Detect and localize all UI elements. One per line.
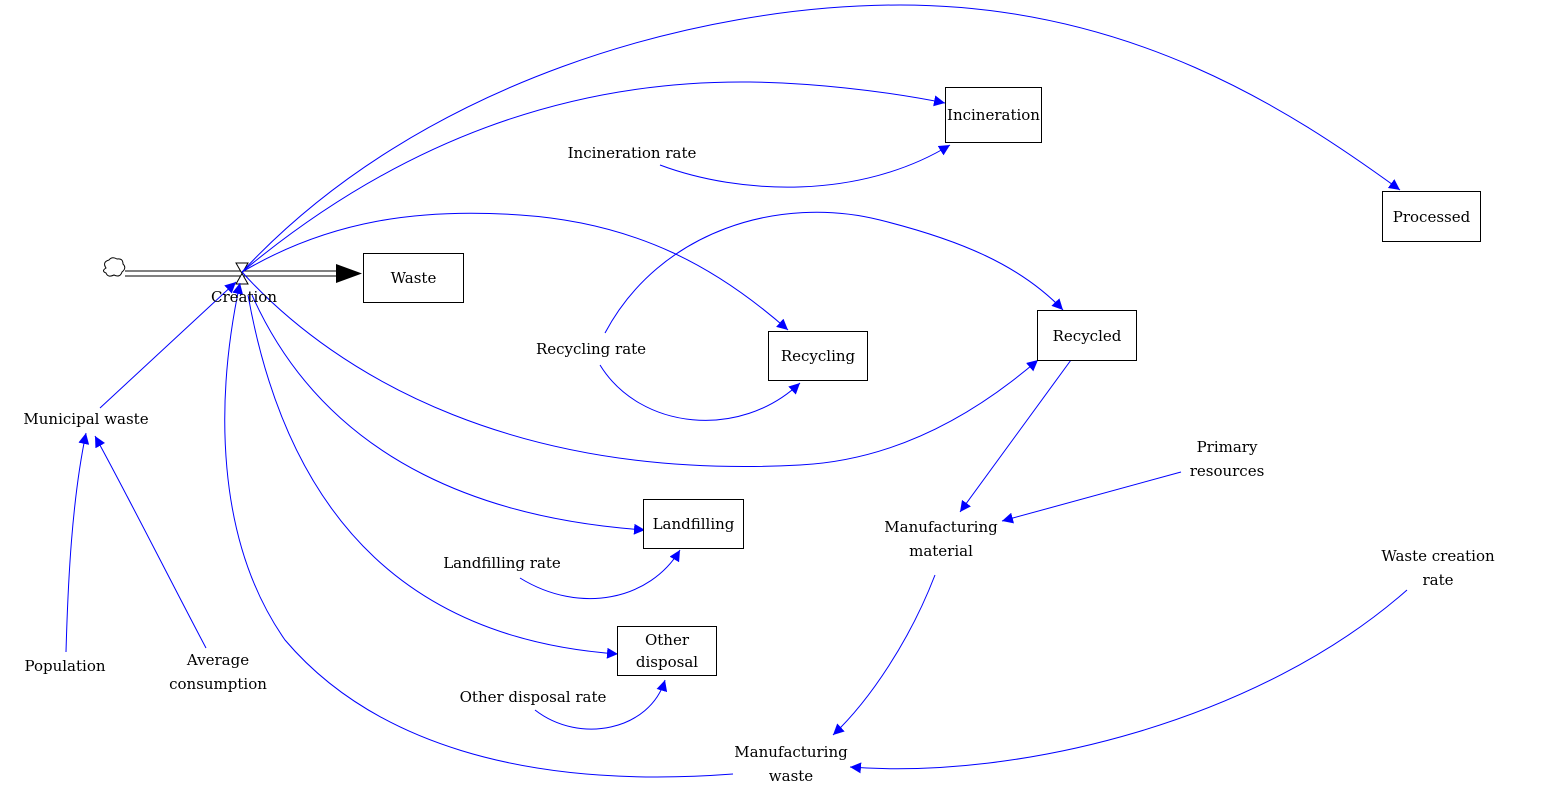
var-waste-creation-rate-line2: rate (1422, 571, 1454, 589)
var-average-consumption-line2: consumption (169, 675, 267, 693)
link-avgconsumption-municipalwaste (94, 435, 207, 649)
stock-processed-label: Processed (1392, 207, 1471, 226)
link-creation-recycling (241, 212, 789, 331)
link-primaryresources-manufacturingmaterial (1001, 471, 1182, 524)
stock-landfilling-label: Landfilling (652, 515, 735, 533)
var-manufacturing-waste-line2: waste (768, 767, 814, 785)
var-manufacturing-material[interactable]: Manufacturing material (884, 515, 997, 563)
var-population[interactable]: Population (24, 657, 106, 675)
var-manufacturing-waste[interactable]: Manufacturing waste (734, 740, 847, 788)
link-population-municipalwaste (65, 432, 90, 653)
stock-recycling[interactable]: Recycling (768, 331, 868, 381)
var-manufacturing-material-line2: material (909, 542, 973, 560)
flow-arrowhead (336, 264, 362, 283)
var-recycling-rate[interactable]: Recycling rate (535, 340, 647, 358)
source-cloud-icon (103, 257, 126, 277)
stock-waste-label: Waste (390, 269, 437, 287)
link-incinerationrate-incineration (659, 144, 951, 188)
var-primary-resources[interactable]: Primary resources (1190, 435, 1265, 483)
link-manufacturingmaterial-manufacturingwaste (832, 574, 936, 736)
stock-other-disposal[interactable]: Other disposal (617, 626, 717, 676)
link-creation-processed (241, 4, 1401, 273)
stock-waste[interactable]: Waste (363, 253, 464, 303)
var-waste-creation-rate[interactable]: Waste creation rate (1381, 544, 1494, 592)
var-average-consumption-line1: Average (186, 651, 250, 669)
creation-flow-pipe (103, 257, 362, 285)
link-recyclingrate-recycled (604, 211, 1064, 334)
causal-links (65, 4, 1408, 778)
stock-other-disposal-label-line2: disposal (635, 653, 699, 671)
link-creation-incineration (241, 81, 946, 273)
var-manufacturing-waste-line1: Manufacturing (734, 743, 848, 761)
link-recycled-manufacturingmaterial (959, 359, 1072, 513)
link-landfillingrate-landfilling (519, 549, 681, 600)
link-creation-recycled (241, 271, 1039, 467)
var-municipal-waste[interactable]: Municipal waste (23, 410, 149, 428)
stock-processed[interactable]: Processed (1382, 191, 1481, 242)
var-landfilling-rate[interactable]: Landfilling rate (443, 554, 561, 572)
stock-incineration-label: Incineration (947, 106, 1040, 124)
link-manufacturingwaste-creation (224, 282, 734, 778)
var-primary-resources-line2: resources (1189, 462, 1265, 480)
stock-recycled[interactable]: Recycled (1037, 310, 1137, 361)
var-manufacturing-material-line1: Manufacturing (884, 518, 998, 536)
stock-incineration[interactable]: Incineration (945, 87, 1042, 143)
link-creation-otherdisposal (247, 294, 619, 659)
stock-recycling-label: Recycling (780, 347, 856, 365)
var-incineration-rate[interactable]: Incineration rate (567, 144, 697, 162)
stock-recycled-label: Recycled (1052, 326, 1122, 345)
flow-creation-label[interactable]: Creation (211, 288, 277, 306)
link-creation-landfilling (251, 294, 646, 535)
link-municipalwaste-creation (99, 281, 237, 409)
valve-icon (235, 262, 249, 285)
link-otherdisposalrate-otherdisposal (534, 679, 668, 730)
stock-other-disposal-label-line1: Other (644, 631, 690, 649)
stock-landfilling[interactable]: Landfilling (643, 499, 744, 549)
link-wastecreationrate-manufacturingwaste (849, 589, 1408, 774)
link-recyclingrate-recycling (599, 364, 801, 421)
var-other-disposal-rate[interactable]: Other disposal rate (459, 688, 607, 706)
var-primary-resources-line1: Primary (1196, 438, 1258, 456)
var-average-consumption[interactable]: Average consumption (169, 648, 267, 696)
var-waste-creation-rate-line1: Waste creation (1381, 547, 1495, 565)
